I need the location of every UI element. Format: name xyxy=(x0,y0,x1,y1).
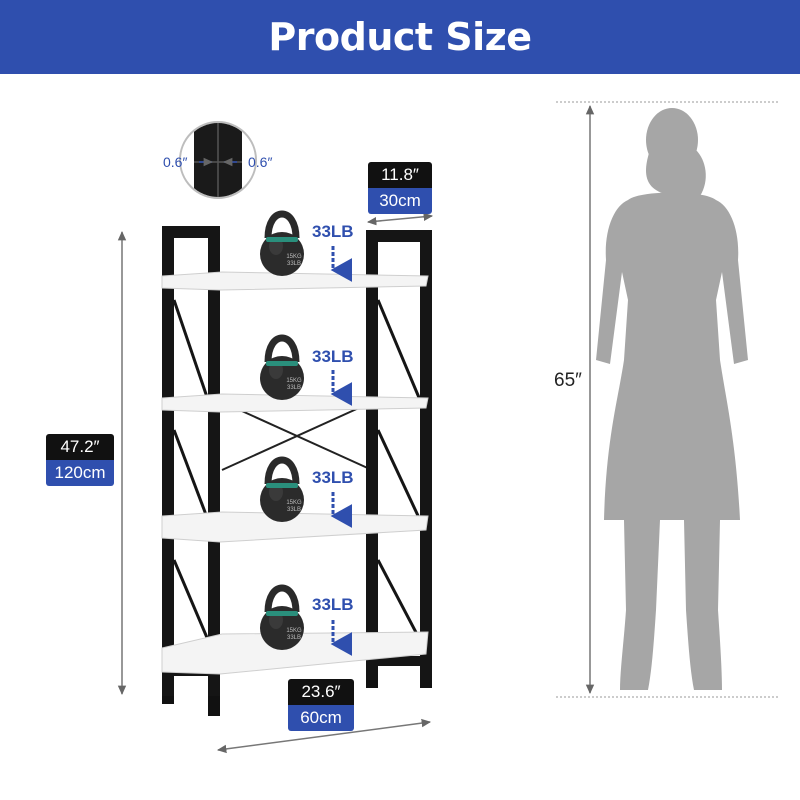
right-thickness-label: 0.6″ xyxy=(248,154,273,170)
leg-thickness-detail xyxy=(179,121,257,199)
width-inches-tag: 23.6″ xyxy=(288,679,354,705)
height-inches-tag: 47.2″ xyxy=(46,434,114,460)
kettlebell-1: 15KG 33LB xyxy=(260,210,304,276)
shelf-4-load-label: 33LB xyxy=(312,595,354,614)
width-dimension-line xyxy=(216,718,432,754)
kettlebell-kg-text: 15KG xyxy=(286,254,302,260)
kettlebell-kg-text: 15KG xyxy=(286,500,302,506)
depth-inches-tag: 11.8″ xyxy=(368,162,432,188)
shelf-2 xyxy=(161,393,429,413)
left-thickness-label: 0.6″ xyxy=(163,154,188,170)
shelf-4 xyxy=(161,631,429,675)
shelf-3 xyxy=(161,511,429,543)
depth-dimension-line xyxy=(366,212,434,226)
kettlebell-2: 15KG 33LB xyxy=(260,334,304,400)
kettlebell-lb-text: 33LB xyxy=(287,507,301,513)
width-cm-tag: 60cm xyxy=(288,705,354,731)
shelf-1-load-label: 33LB xyxy=(312,222,354,241)
shelf-3-load-label: 33LB xyxy=(312,468,354,487)
kettlebell-lb-text: 33LB xyxy=(287,385,301,391)
kettlebell-3: 15KG 33LB xyxy=(260,456,304,522)
person-height-dimension xyxy=(556,101,780,698)
kettlebell-lb-text: 33LB xyxy=(287,635,301,641)
person-silhouette-icon xyxy=(596,108,748,690)
shelf-1 xyxy=(161,271,429,291)
bookshelf xyxy=(162,226,432,716)
page-title: Product Size xyxy=(268,15,532,59)
kettlebell-kg-text: 15KG xyxy=(286,378,302,384)
kettlebell-4: 15KG 33LB xyxy=(260,584,304,650)
depth-cm-tag: 30cm xyxy=(368,188,432,214)
header-banner: Product Size xyxy=(0,0,800,74)
height-cm-tag: 120cm xyxy=(46,460,114,486)
person-height-label: 65″ xyxy=(554,368,582,394)
kettlebell-kg-text: 15KG xyxy=(286,628,302,634)
shelf-2-load-label: 33LB xyxy=(312,347,354,366)
kettlebell-lb-text: 33LB xyxy=(287,261,301,267)
